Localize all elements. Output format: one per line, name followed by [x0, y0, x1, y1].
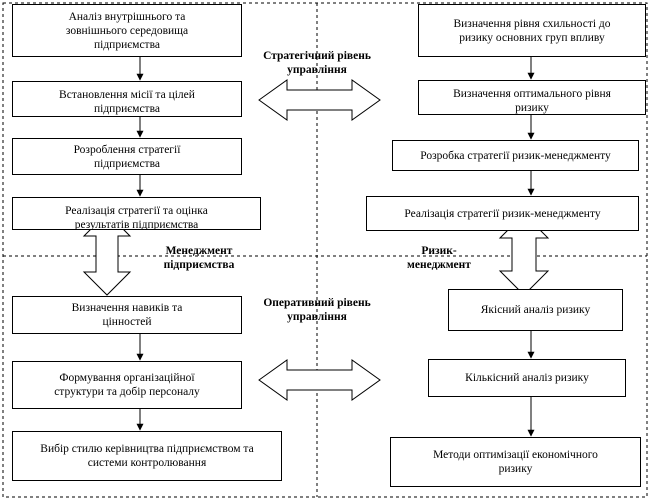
left-box-strategy-development: Розроблення стратегії підприємства: [12, 138, 242, 175]
right-box-risk-propensity: Визначення рівня схильності до ризику ос…: [418, 4, 646, 57]
label-operational-level: Оперативний рівень управління: [263, 297, 371, 323]
double-arrow-strategic: [258, 79, 381, 121]
left-box-strategy-implementation: Реалізація стратегії та оцінка результат…: [12, 197, 261, 230]
left-box-environment-analysis: Аналіз внутрішнього та зовнішнього серед…: [12, 4, 242, 57]
double-arrow-operational: [258, 359, 381, 401]
label-risk-management: Ризик- менеджмент: [407, 245, 471, 271]
label-strategic-level: Стратегічний рівень управління: [263, 50, 371, 76]
right-box-qualitative-analysis: Якісний аналіз ризику: [448, 289, 623, 331]
right-box-optimal-risk: Визначення оптимального рівня ризику: [418, 80, 646, 115]
left-box-org-structure: Формування організаційної структури та д…: [12, 361, 242, 409]
right-box-risk-strategy: Розробка стратегії ризик-менеджменту: [392, 140, 639, 171]
left-box-leadership-style: Вибір стилю керівництва підприємством та…: [12, 431, 282, 481]
left-box-skills-values: Визначення навиків та цінностей: [12, 296, 242, 334]
left-box-mission-goals: Встановлення місії та цілей підприємства: [12, 81, 242, 117]
right-box-quantitative-analysis: Кількісний аналіз ризику: [428, 359, 626, 397]
right-box-optimization-methods: Методи оптимізації економічного ризику: [390, 437, 641, 487]
right-box-risk-strategy-implementation: Реалізація стратегії ризик-менеджменту: [366, 196, 639, 231]
label-enterprise-management: Менеджмент підприємства: [163, 245, 235, 271]
